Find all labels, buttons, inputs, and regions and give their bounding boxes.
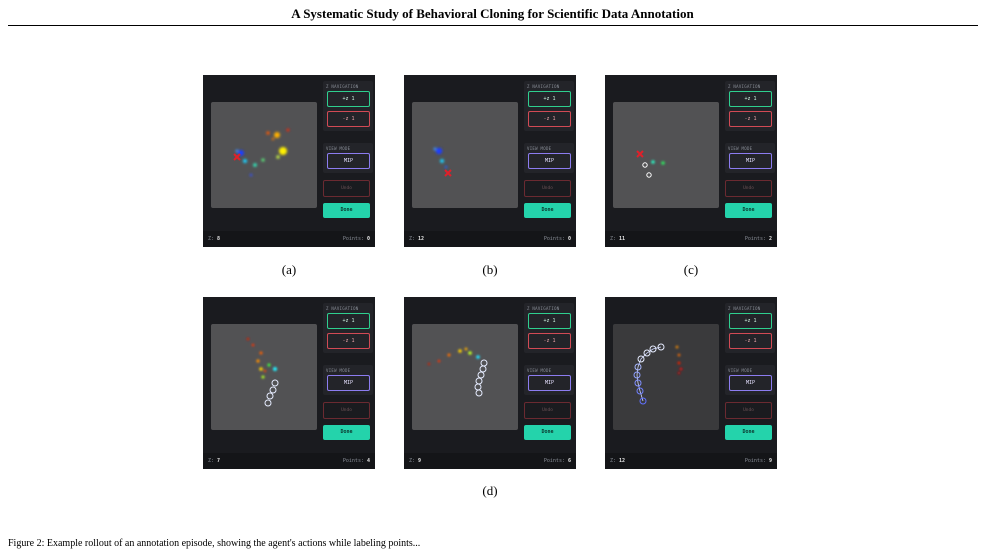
annotation-panel-a: Z NAVIGATION +z 1 -z 1 VIEW MODE MIP Und… <box>203 75 375 247</box>
view-mode-label: VIEW MODE <box>326 146 351 151</box>
running-title: A Systematic Study of Behavioral Cloning… <box>291 6 694 21</box>
mip-button[interactable]: MIP <box>327 375 370 391</box>
points-readout: Points: 6 <box>543 458 571 464</box>
view-mode-label: VIEW MODE <box>326 368 351 373</box>
caption-b: (b) <box>482 262 498 277</box>
z-navigation-group: Z NAVIGATION +z 1 -z 1 <box>323 81 373 131</box>
view-mode-group: VIEW MODE MIP <box>323 365 373 395</box>
z-up-button[interactable]: +z 1 <box>729 313 772 329</box>
done-button[interactable]: Done <box>524 425 571 440</box>
annotation-panel-c: Z NAVIGATION +z 1 -z 1 VIEW MODE MIP Und… <box>605 75 777 247</box>
image-viewer[interactable] <box>211 324 317 430</box>
image-viewer[interactable] <box>412 324 518 430</box>
points-readout: Points: 4 <box>342 458 370 464</box>
z-readout: Z: 12 <box>409 236 425 242</box>
mip-button[interactable]: MIP <box>729 153 772 169</box>
view-mode-group: VIEW MODE MIP <box>323 143 373 173</box>
points-readout: Points: 9 <box>744 458 772 464</box>
z-down-button[interactable]: -z 1 <box>729 111 772 127</box>
annotation-panel-d3: Z NAVIGATION +z 1 -z 1 VIEW MODE MIP Und… <box>605 297 777 469</box>
z-navigation-label: Z NAVIGATION <box>728 306 761 311</box>
caption-a: (a) <box>281 262 297 277</box>
z-navigation-label: Z NAVIGATION <box>728 84 761 89</box>
done-button[interactable]: Done <box>524 203 571 218</box>
z-down-button[interactable]: -z 1 <box>729 333 772 349</box>
image-viewer[interactable] <box>412 102 518 208</box>
undo-button[interactable]: Undo <box>323 180 370 197</box>
status-bar: Z: 12 Points: 0 <box>404 231 576 247</box>
mip-button[interactable]: MIP <box>528 375 571 391</box>
z-navigation-label: Z NAVIGATION <box>527 306 560 311</box>
view-mode-label: VIEW MODE <box>728 368 753 373</box>
z-readout: Z: 9 <box>409 458 422 464</box>
z-up-button[interactable]: +z 1 <box>327 313 370 329</box>
z-navigation-group: Z NAVIGATION +z 1 -z 1 <box>725 303 775 353</box>
image-viewer[interactable] <box>211 102 317 208</box>
status-bar: Z: 8 Points: 0 <box>203 231 375 247</box>
done-button[interactable]: Done <box>725 425 772 440</box>
z-navigation-group: Z NAVIGATION +z 1 -z 1 <box>524 303 574 353</box>
z-navigation-label: Z NAVIGATION <box>326 84 359 89</box>
view-mode-group: VIEW MODE MIP <box>725 365 775 395</box>
view-mode-label: VIEW MODE <box>527 368 552 373</box>
z-up-button[interactable]: +z 1 <box>327 91 370 107</box>
image-viewer[interactable] <box>613 102 719 208</box>
status-bar: Z: 7 Points: 4 <box>203 453 375 469</box>
annotation-panel-d1: Z NAVIGATION +z 1 -z 1 VIEW MODE MIP Und… <box>203 297 375 469</box>
annotation-panel-d2: Z NAVIGATION +z 1 -z 1 VIEW MODE MIP Und… <box>404 297 576 469</box>
view-mode-group: VIEW MODE MIP <box>725 143 775 173</box>
z-down-button[interactable]: -z 1 <box>528 111 571 127</box>
undo-button[interactable]: Undo <box>725 402 772 419</box>
z-readout: Z: 12 <box>610 458 626 464</box>
done-button[interactable]: Done <box>725 203 772 218</box>
caption-d: (d) <box>482 483 498 498</box>
header-rule <box>8 25 978 26</box>
z-navigation-group: Z NAVIGATION +z 1 -z 1 <box>725 81 775 131</box>
undo-button[interactable]: Undo <box>725 180 772 197</box>
caption-c: (c) <box>683 262 699 277</box>
undo-button[interactable]: Undo <box>524 180 571 197</box>
view-mode-group: VIEW MODE MIP <box>524 143 574 173</box>
z-navigation-label: Z NAVIGATION <box>326 306 359 311</box>
z-down-button[interactable]: -z 1 <box>528 333 571 349</box>
z-navigation-group: Z NAVIGATION +z 1 -z 1 <box>323 303 373 353</box>
z-up-button[interactable]: +z 1 <box>729 91 772 107</box>
annotation-panel-b: Z NAVIGATION +z 1 -z 1 VIEW MODE MIP Und… <box>404 75 576 247</box>
z-navigation-group: Z NAVIGATION +z 1 -z 1 <box>524 81 574 131</box>
status-bar: Z: 12 Points: 9 <box>605 453 777 469</box>
view-mode-label: VIEW MODE <box>527 146 552 151</box>
undo-button[interactable]: Undo <box>524 402 571 419</box>
view-mode-group: VIEW MODE MIP <box>524 365 574 395</box>
z-down-button[interactable]: -z 1 <box>327 333 370 349</box>
figure-caption-text: Figure 2: Example rollout of an annotati… <box>8 538 421 549</box>
z-down-button[interactable]: -z 1 <box>327 111 370 127</box>
undo-button[interactable]: Undo <box>323 402 370 419</box>
z-readout: Z: 7 <box>208 458 221 464</box>
z-navigation-label: Z NAVIGATION <box>527 84 560 89</box>
points-readout: Points: 2 <box>744 236 772 242</box>
z-up-button[interactable]: +z 1 <box>528 313 571 329</box>
done-button[interactable]: Done <box>323 425 370 440</box>
image-viewer[interactable] <box>613 324 719 430</box>
z-up-button[interactable]: +z 1 <box>528 91 571 107</box>
mip-button[interactable]: MIP <box>729 375 772 391</box>
points-readout: Points: 0 <box>342 236 370 242</box>
done-button[interactable]: Done <box>323 203 370 218</box>
points-readout: Points: 0 <box>543 236 571 242</box>
status-bar: Z: 9 Points: 6 <box>404 453 576 469</box>
view-mode-label: VIEW MODE <box>728 146 753 151</box>
z-readout: Z: 8 <box>208 236 221 242</box>
mip-button[interactable]: MIP <box>528 153 571 169</box>
status-bar: Z: 11 Points: 2 <box>605 231 777 247</box>
z-readout: Z: 11 <box>610 236 626 242</box>
mip-button[interactable]: MIP <box>327 153 370 169</box>
